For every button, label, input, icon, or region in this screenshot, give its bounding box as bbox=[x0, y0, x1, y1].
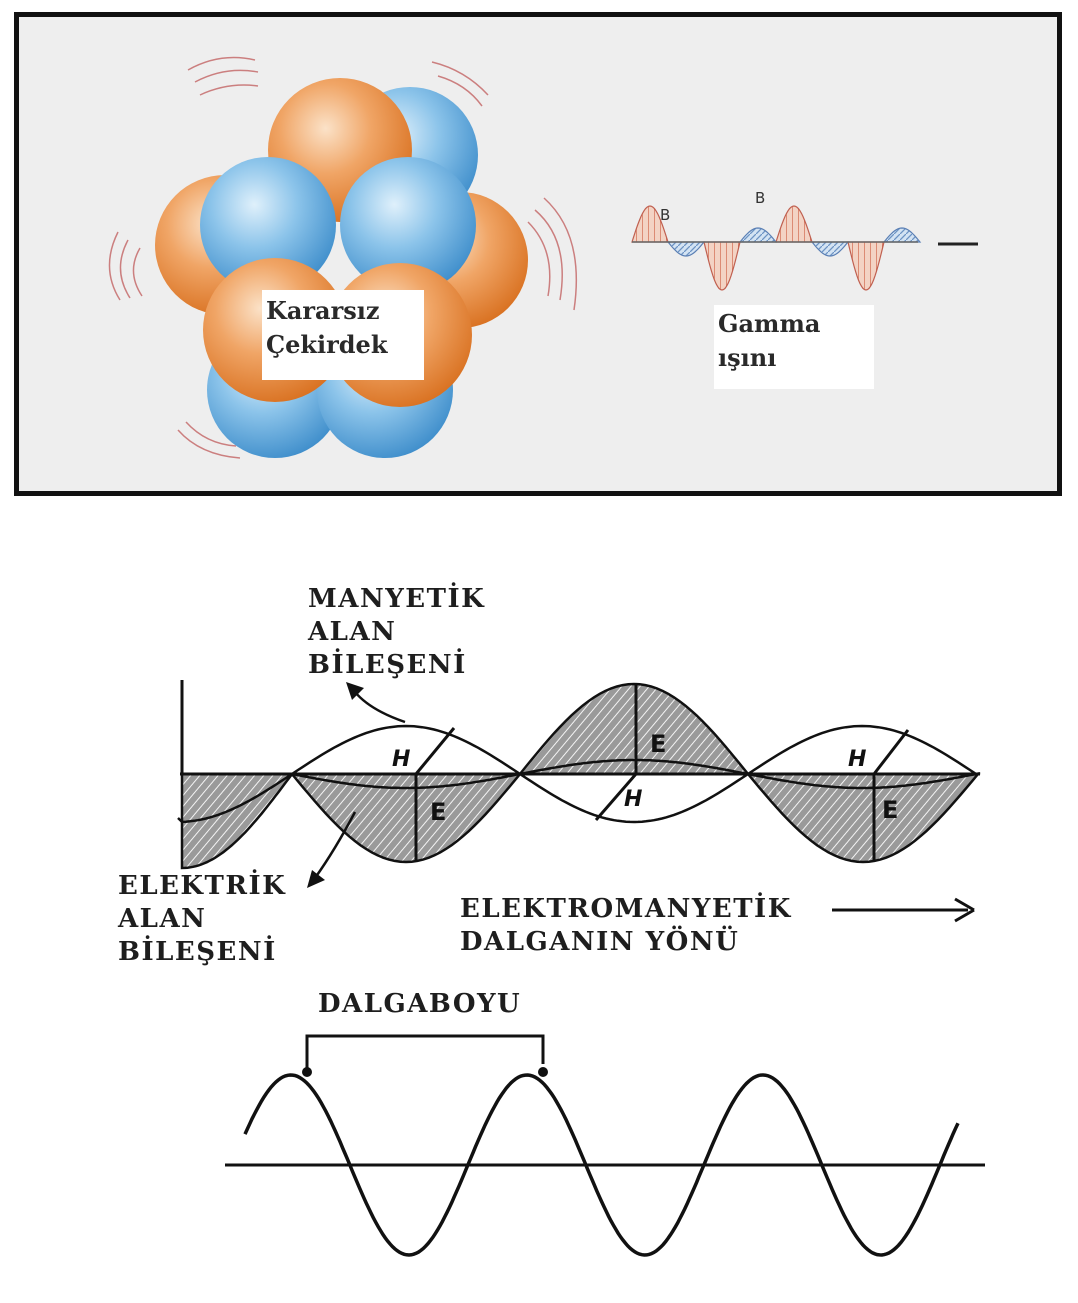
wavelength-crest-dot bbox=[302, 1067, 312, 1077]
neutron-sphere bbox=[340, 157, 476, 293]
nucleus-label-line: Kararsız bbox=[266, 296, 380, 325]
magnetic-pointer-arrow bbox=[354, 691, 406, 724]
wavelength-crest-dot bbox=[538, 1067, 548, 1077]
gamma-label: Gamma ışını bbox=[714, 305, 874, 389]
vibration-lines bbox=[108, 56, 577, 459]
gamma-label-line: ışını bbox=[718, 343, 777, 372]
h-vector bbox=[872, 729, 910, 775]
h-mark: H bbox=[392, 747, 410, 772]
magnetic-label-line: MANYETİK bbox=[308, 584, 486, 614]
e-mark: E bbox=[882, 796, 898, 824]
magnetic-pointer-arrowhead bbox=[346, 682, 364, 700]
wavelength-label: DALGABOYU bbox=[318, 989, 522, 1019]
nucleus-label: Kararsız Çekirdek bbox=[262, 290, 424, 380]
nucleus-label-line: Çekirdek bbox=[266, 330, 388, 359]
direction-label-line: DALGANIN YÖNÜ bbox=[460, 927, 740, 957]
e-mark: E bbox=[650, 730, 666, 758]
h-vector bbox=[594, 773, 638, 821]
neutron-sphere bbox=[200, 157, 336, 293]
h-vector bbox=[414, 727, 456, 775]
em-wave-diagram bbox=[177, 680, 981, 923]
gamma-wave-mark: B bbox=[755, 189, 765, 207]
direction-label-line: ELEKTROMANYETİK bbox=[460, 894, 792, 924]
wave-direction-label: ELEKTROMANYETİK DALGANIN YÖNÜ bbox=[460, 893, 792, 959]
electric-label-line: ALAN bbox=[118, 904, 207, 934]
gamma-wave-mark: B bbox=[660, 206, 670, 224]
unstable-nucleus bbox=[155, 78, 528, 458]
electric-field-lobes bbox=[180, 682, 981, 870]
magnetic-field-label: MANYETİK ALAN BİLEŞENİ bbox=[308, 583, 485, 682]
electric-label-line: BİLEŞENİ bbox=[118, 937, 277, 967]
wavelength-sine-wave bbox=[243, 1073, 960, 1257]
gamma-wave-red-lobes bbox=[631, 205, 885, 291]
gamma-wave bbox=[631, 205, 978, 291]
wavelength-diagram bbox=[225, 1034, 985, 1257]
h-mark: H bbox=[624, 787, 642, 812]
gamma-wave-blue-lobes bbox=[666, 227, 922, 257]
electric-pointer-arrow bbox=[313, 811, 357, 879]
wavelength-bracket bbox=[305, 1034, 545, 1068]
gamma-label-line: Gamma bbox=[718, 309, 821, 338]
electric-pointer-arrowhead bbox=[307, 870, 325, 888]
h-mark: H bbox=[848, 747, 866, 772]
magnetic-label-line: BİLEŞENİ bbox=[308, 650, 467, 680]
direction-arrowhead bbox=[954, 897, 975, 923]
e-mark: E bbox=[430, 798, 446, 826]
electric-field-label: ELEKTRİK ALAN BİLEŞENİ bbox=[118, 870, 286, 969]
magnetic-label-line: ALAN bbox=[308, 617, 397, 647]
electric-label-line: ELEKTRİK bbox=[118, 871, 287, 901]
